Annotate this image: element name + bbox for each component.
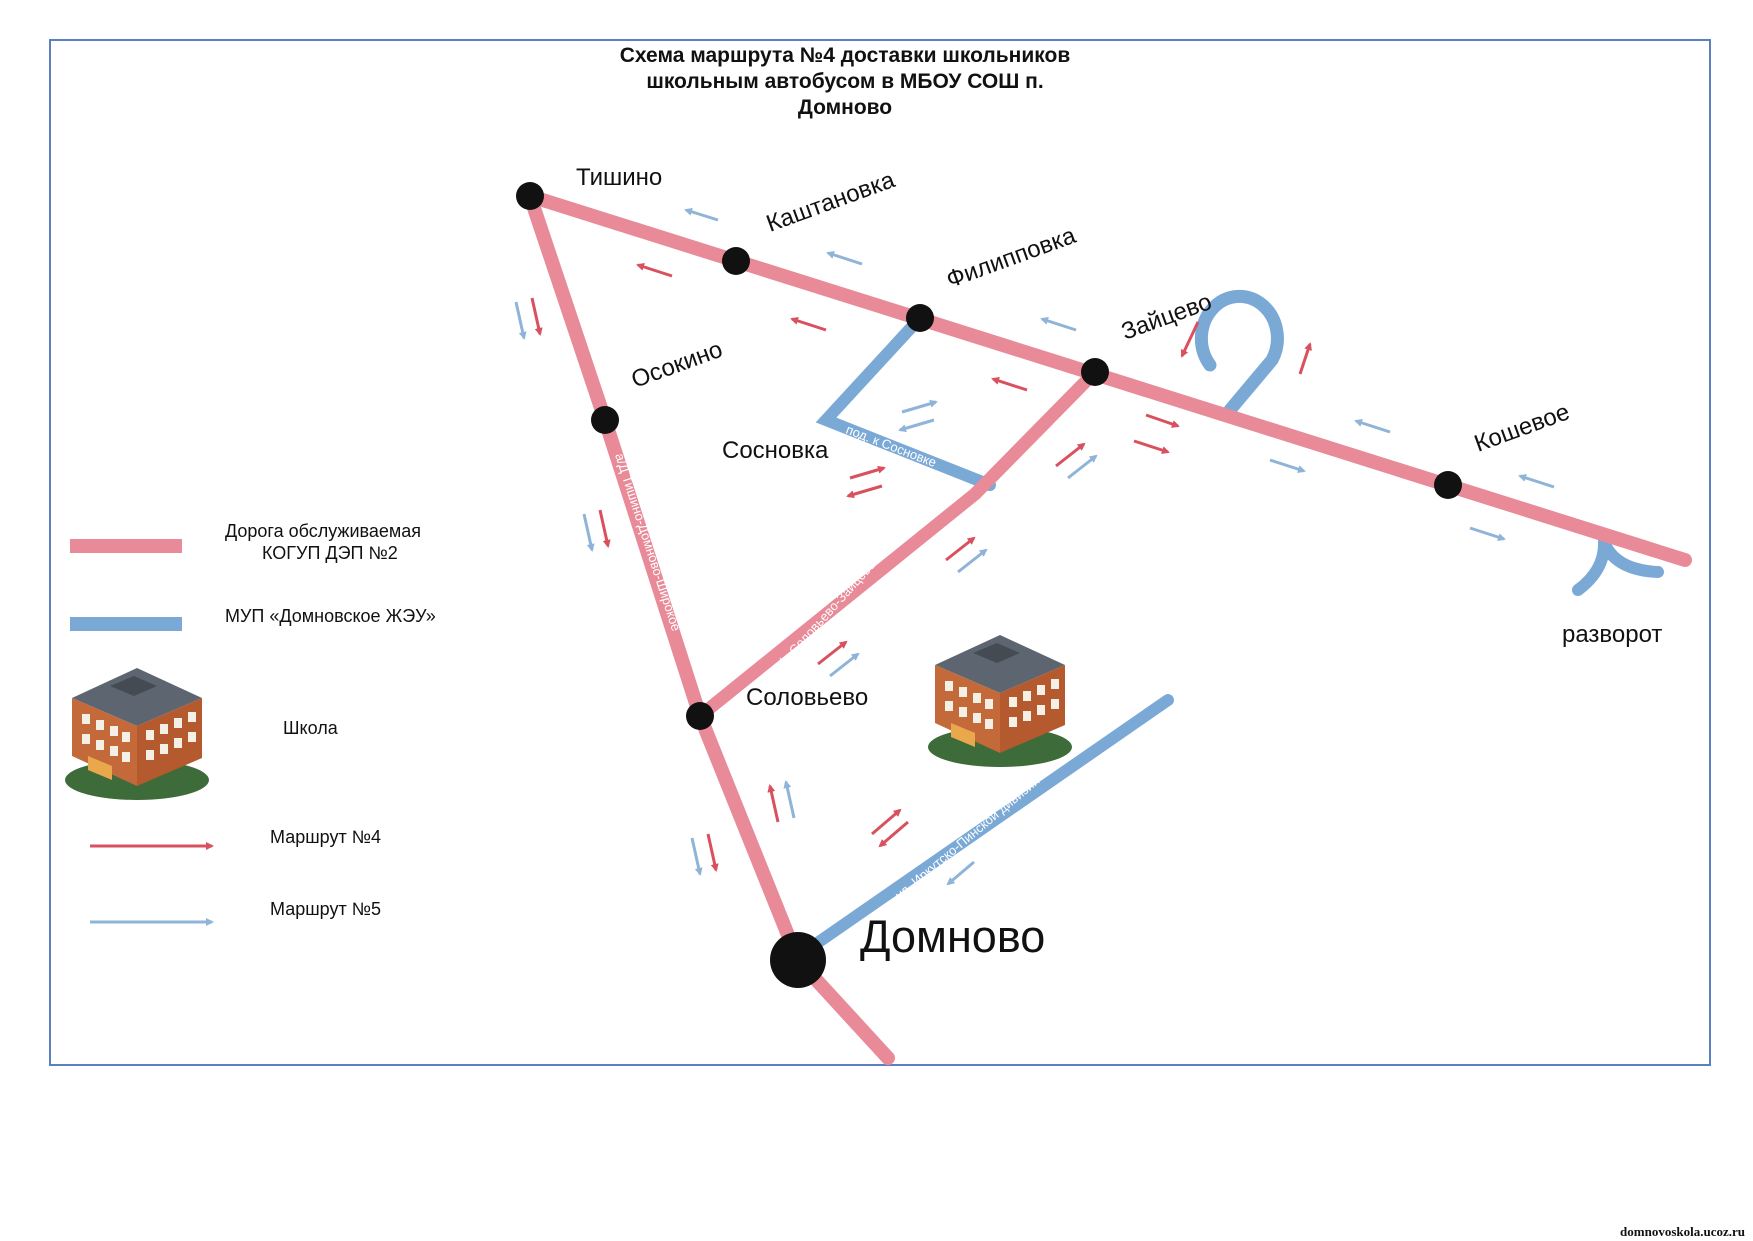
school-building-icon (65, 668, 209, 800)
blue-roads (794, 289, 1664, 961)
route5-arrow (946, 860, 975, 886)
school-building-icon (928, 635, 1072, 767)
route4-arrow (1055, 442, 1086, 468)
legend-blue-road-label: МУП «Домновское ЖЭУ» (225, 606, 436, 626)
label-sosnovka: Сосновка (722, 437, 829, 464)
route4-arrow (1298, 342, 1312, 375)
route4-arrow (1133, 439, 1170, 454)
label-kashtanovka: Каштановка (763, 166, 899, 238)
legend: Дорога обслуживаемая КОГУП ДЭП №2 МУП «Д… (65, 521, 436, 926)
legend-pink-road-line-1: Дорога обслуживаемая (225, 521, 421, 541)
road-zaitsevo-loop (1194, 289, 1284, 417)
node-koshevoe (1434, 471, 1462, 499)
route4-arrow (790, 317, 827, 332)
road-label-solovevo-zaitsevo: а/д Соловьево-Зайцево (771, 557, 878, 674)
map-title-line-2: школьным автобусом в МБОУ СОШ п. (646, 70, 1043, 93)
route4-arrow (1180, 321, 1200, 358)
route4-arrow (598, 509, 611, 548)
route5-arrow (684, 207, 719, 222)
road-to-sosnovka (815, 312, 996, 491)
route5-arrow (1354, 419, 1391, 434)
route5-arrow (826, 251, 863, 266)
route5-arrow (901, 399, 938, 414)
node-solovevo (686, 702, 714, 730)
label-filippovka: Филипповка (943, 222, 1080, 294)
pink-roads (523, 189, 1692, 1065)
route4-arrow (817, 640, 848, 666)
node-domnovo (770, 932, 826, 988)
label-domnovo: Домново (860, 911, 1045, 962)
route5-arrow (1067, 454, 1098, 480)
label-tishino: Тишино (576, 164, 662, 191)
route5-arrow (690, 837, 703, 876)
map-title-line-1: Схема маршрута №4 доставки школьников (620, 44, 1071, 67)
road-irkutsk-street (794, 694, 1174, 961)
route5-arrow (1469, 526, 1506, 541)
legend-route4-label: Маршрут №4 (270, 827, 381, 847)
route4-arrow (991, 377, 1028, 392)
road-solovevo-zaitsevo (693, 365, 1102, 723)
legend-route5-label: Маршрут №5 (270, 899, 381, 919)
settlement-dots (516, 182, 1462, 988)
legend-pink-road-line-2: КОГУП ДЭП №2 (262, 543, 398, 563)
route-arrows (514, 207, 1555, 886)
road-razvorot-turn (1572, 536, 1664, 596)
route4-arrow (878, 820, 909, 848)
road-label-to-sosnovka: под. к Сосновке (844, 422, 939, 470)
route5-arrow (514, 301, 527, 340)
label-solovevo: Соловьево (746, 684, 868, 711)
node-osokino (591, 406, 619, 434)
label-razvorot: разворот (1562, 621, 1662, 648)
route5-arrow (829, 652, 860, 678)
route4-arrow (1145, 413, 1180, 428)
route5-arrow (783, 780, 796, 819)
route4-arrow (636, 263, 673, 278)
map-title-line-3: Домново (798, 96, 892, 119)
route5-arrow (1269, 458, 1306, 473)
road-label-tishino-domnovo: а/Д Тишино-Домново-Широкое (612, 451, 684, 633)
route5-arrow (957, 548, 988, 574)
route4-arrow (871, 808, 902, 836)
node-zaitsevo (1081, 358, 1109, 386)
road-label-irkutsk-street: ул. Иркутско-Пинской дивизии (892, 773, 1042, 902)
route5-arrow (1518, 474, 1555, 489)
label-koshevoe: Кошевое (1471, 398, 1573, 457)
route4-arrow (530, 297, 543, 336)
map-frame (49, 39, 1711, 1066)
route5-arrow (582, 513, 595, 552)
legend-school-label: Школа (283, 718, 339, 738)
route4-arrow (767, 784, 780, 823)
route5-arrow (898, 418, 935, 433)
watermark: domnovoskola.ucoz.ru (1620, 1224, 1745, 1239)
node-filippovka (906, 304, 934, 332)
route5-arrow (1040, 317, 1077, 332)
label-osokino: Осокино (628, 336, 726, 394)
route4-arrow (945, 536, 976, 562)
node-tishino (516, 182, 544, 210)
node-kashtanovka (722, 247, 750, 275)
route4-arrow (849, 465, 886, 480)
route4-arrow (846, 484, 883, 499)
route4-arrow (706, 833, 719, 872)
